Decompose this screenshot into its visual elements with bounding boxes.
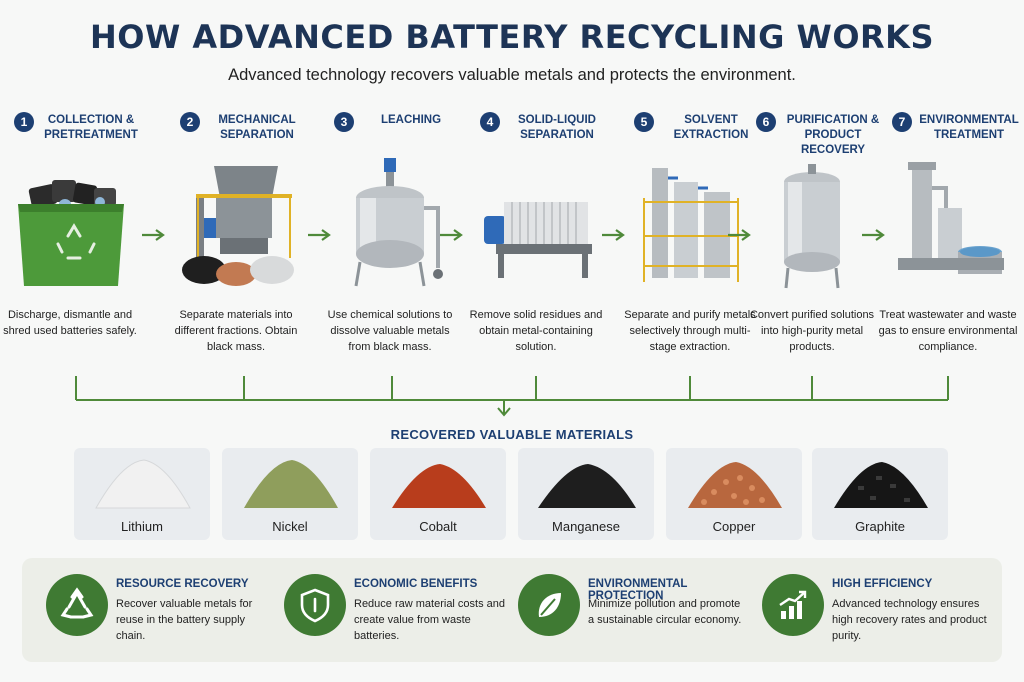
arrow-right-icon [862, 229, 885, 241]
powder-pile-icon [95, 459, 191, 509]
material-label: Graphite [855, 519, 905, 534]
benefit-environmental: ENVIRONMENTAL PROTECTION Minimize pollut… [518, 574, 753, 650]
benefit-title: ENVIRONMENTAL PROTECTION [588, 578, 688, 602]
granule-pile-icon [834, 462, 928, 508]
step-title: ENVIRONMENTAL TREATMENT [919, 114, 1019, 141]
filter-press-icon [484, 202, 592, 278]
purification-tank-icon [784, 164, 840, 289]
step-7: 7 ENVIRONMENTAL TREATMENT Treat wastewat… [878, 112, 1019, 382]
step-number-badge: 3 [334, 112, 354, 132]
step-number-badge: 6 [756, 112, 776, 132]
powder-pile-icon [538, 464, 636, 508]
material-card-copper: Copper [666, 448, 802, 540]
flow-connector-lines [75, 376, 949, 417]
benefit-text: Advanced technology ensures high recover… [832, 598, 987, 642]
benefit-text: Minimize pollution and promote a sustain… [588, 598, 742, 626]
arrow-right-icon [440, 229, 463, 241]
benefit-text: Recover valuable metals for reuse in the… [116, 598, 253, 642]
infographic-subtitle: Advanced technology recovers valuable me… [228, 66, 796, 84]
arrow-right-icon [308, 229, 331, 241]
step-description: Discharge, dismantle and shred used batt… [3, 309, 137, 337]
step-6: 6 PURIFICATION & PRODUCT RECOVERY Conver… [742, 112, 882, 382]
step-3: 3 LEACHING Use chemical solutions to dis… [320, 112, 460, 382]
step-description: Use chemical solutions to dissolve valua… [327, 309, 453, 353]
step-title: COLLECTION & PRETREATMENT [44, 114, 138, 141]
step-description: Treat wastewater and waste gas to ensure… [878, 309, 1018, 353]
step-title: SOLVENT EXTRACTION [673, 114, 749, 141]
recycle-icon [46, 574, 108, 636]
step-number-badge: 5 [634, 112, 654, 132]
step-2: 2 MECHANICAL SEPARATION Separate materia… [166, 112, 306, 382]
material-label: Lithium [121, 519, 163, 534]
step-description: Separate and purify metals selectively t… [624, 309, 756, 353]
material-label: Copper [712, 519, 756, 534]
step-description: Remove solid residues and obtain metal-c… [469, 309, 603, 353]
extraction-column-icon [643, 168, 739, 282]
materials-section-title: RECOVERED VALUABLE MATERIALS [390, 427, 634, 442]
infographic-title: HOW ADVANCED BATTERY RECYCLING WORKS [89, 18, 935, 56]
recycling-bin-icon [18, 180, 124, 286]
step-title: SOLID-LIQUID SEPARATION [518, 114, 596, 141]
step-title: PURIFICATION & PRODUCT RECOVERY [786, 114, 880, 156]
step-number-badge: 7 [892, 112, 912, 132]
step-4: 4 SOLID-LIQUID SEPARATION Remove solid r… [466, 112, 606, 382]
benefit-title: HIGH EFFICIENCY [832, 578, 933, 590]
step-title: MECHANICAL SEPARATION [218, 114, 296, 141]
benefits-panel: RESOURCE RECOVERY Recover valuable metal… [22, 558, 1002, 662]
leaf-icon [518, 574, 580, 636]
step-5: 5 SOLVENT EXTRACTION Separate and purify… [620, 112, 760, 382]
material-card-cobalt: Cobalt [370, 448, 506, 540]
step-1: 1 COLLECTION & PRETREATMENT Discharge, d… [0, 112, 140, 382]
powder-pile-icon [392, 464, 486, 508]
material-label: Nickel [272, 519, 308, 534]
benefit-text: Reduce raw material costs and create val… [354, 598, 506, 642]
benefit-high-efficiency: HIGH EFFICIENCY Advanced technology ensu… [762, 574, 997, 650]
material-label: Manganese [552, 519, 620, 534]
leaching-reactor-icon [354, 158, 443, 287]
arrow-right-icon [602, 229, 625, 241]
powder-pile-icon [244, 460, 338, 508]
material-card-nickel: Nickel [222, 448, 358, 540]
granule-pile-icon [688, 462, 782, 508]
arrow-right-icon [728, 229, 751, 241]
material-card-graphite: Graphite [812, 448, 948, 540]
material-label: Cobalt [419, 519, 457, 534]
step-description: Convert purified solutions into high-pur… [749, 309, 875, 353]
step-number-badge: 4 [480, 112, 500, 132]
shield-icon [284, 574, 346, 636]
material-card-lithium: Lithium [74, 448, 210, 540]
material-card-manganese: Manganese [518, 448, 654, 540]
step-description: Separate materials into different fracti… [174, 309, 298, 353]
arrow-right-icon [142, 229, 165, 241]
benefit-title: RESOURCE RECOVERY [116, 578, 249, 590]
step-number-badge: 1 [14, 112, 34, 132]
step-number-badge: 2 [180, 112, 200, 132]
step-title: LEACHING [380, 114, 442, 126]
benefit-title: ECONOMIC BENEFITS [354, 578, 478, 590]
shredder-machine-icon [182, 166, 294, 286]
benefit-resource-recovery: RESOURCE RECOVERY Recover valuable metal… [46, 574, 281, 650]
growth-chart-icon [762, 574, 824, 636]
benefit-economic: ECONOMIC BENEFITS Reduce raw material co… [284, 574, 519, 650]
treatment-plant-icon [898, 162, 1004, 274]
